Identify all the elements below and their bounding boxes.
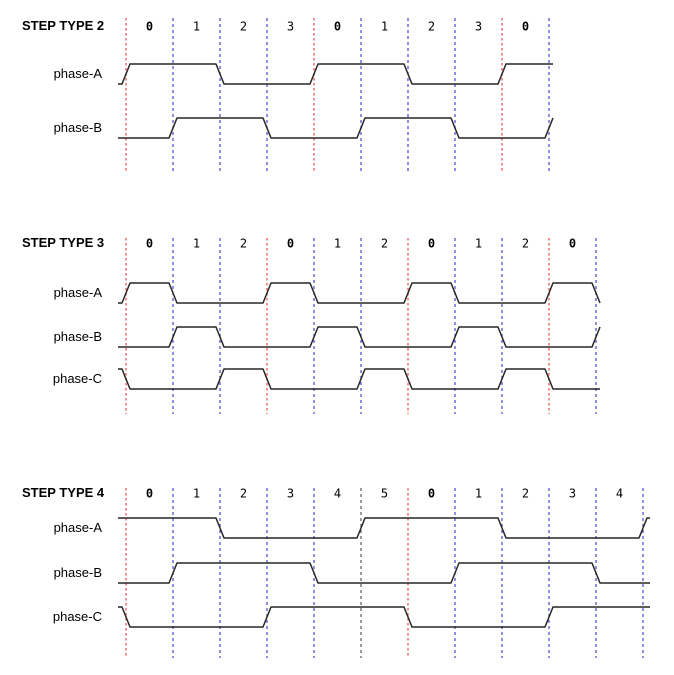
step-number-label: 2 <box>428 20 435 34</box>
step-number-label: 4 <box>334 487 341 501</box>
step-number-label: 1 <box>475 487 482 501</box>
step-number-label: 2 <box>522 487 529 501</box>
step-number-label: 2 <box>240 487 247 501</box>
step-number-label: 1 <box>193 20 200 34</box>
step-number-label: 2 <box>240 20 247 34</box>
section-title-step-type-3: STEP TYPE 3 <box>22 235 105 250</box>
step-number-label: 0 <box>287 237 294 251</box>
phase-B-waveform <box>118 562 650 584</box>
step-number-label: 5 <box>381 487 388 501</box>
step-number-label: 2 <box>240 237 247 251</box>
step-number-label: 3 <box>475 20 482 34</box>
step-number-label: 1 <box>381 20 388 34</box>
phase-A-label: phase-A <box>54 520 103 535</box>
phase-A-waveform <box>118 63 553 85</box>
phase-A-waveform <box>118 517 650 539</box>
step-number-label: 2 <box>381 237 388 251</box>
phase-B-label: phase-B <box>54 565 102 580</box>
step-number-label: 0 <box>146 20 153 34</box>
phase-B-waveform <box>118 117 554 139</box>
phase-A-waveform <box>118 282 601 304</box>
phase-A-label: phase-A <box>54 66 103 81</box>
step-number-label: 3 <box>287 20 294 34</box>
step-number-label: 0 <box>146 487 153 501</box>
step-number-label: 3 <box>569 487 576 501</box>
step-number-label: 3 <box>287 487 294 501</box>
step-number-label: 0 <box>569 237 576 251</box>
section-title-step-type-4: STEP TYPE 4 <box>22 485 105 500</box>
step-number-label: 0 <box>146 237 153 251</box>
phase-B-label: phase-B <box>54 120 102 135</box>
step-number-label: 4 <box>616 487 623 501</box>
phase-C-waveform <box>118 606 650 628</box>
step-number-label: 0 <box>522 20 529 34</box>
step-number-label: 1 <box>475 237 482 251</box>
phase-C-label: phase-C <box>53 371 102 386</box>
phase-A-label: phase-A <box>54 285 103 300</box>
phase-C-label: phase-C <box>53 609 102 624</box>
section-title-step-type-2: STEP TYPE 2 <box>22 18 105 33</box>
step-number-label: 0 <box>334 20 341 34</box>
step-number-label: 1 <box>334 237 341 251</box>
step-number-label: 2 <box>522 237 529 251</box>
phase-B-label: phase-B <box>54 329 102 344</box>
phase-B-waveform <box>118 326 601 348</box>
phase-C-waveform <box>118 368 600 390</box>
step-number-label: 1 <box>193 237 200 251</box>
step-number-label: 0 <box>428 487 435 501</box>
step-number-label: 0 <box>428 237 435 251</box>
step-number-label: 1 <box>193 487 200 501</box>
